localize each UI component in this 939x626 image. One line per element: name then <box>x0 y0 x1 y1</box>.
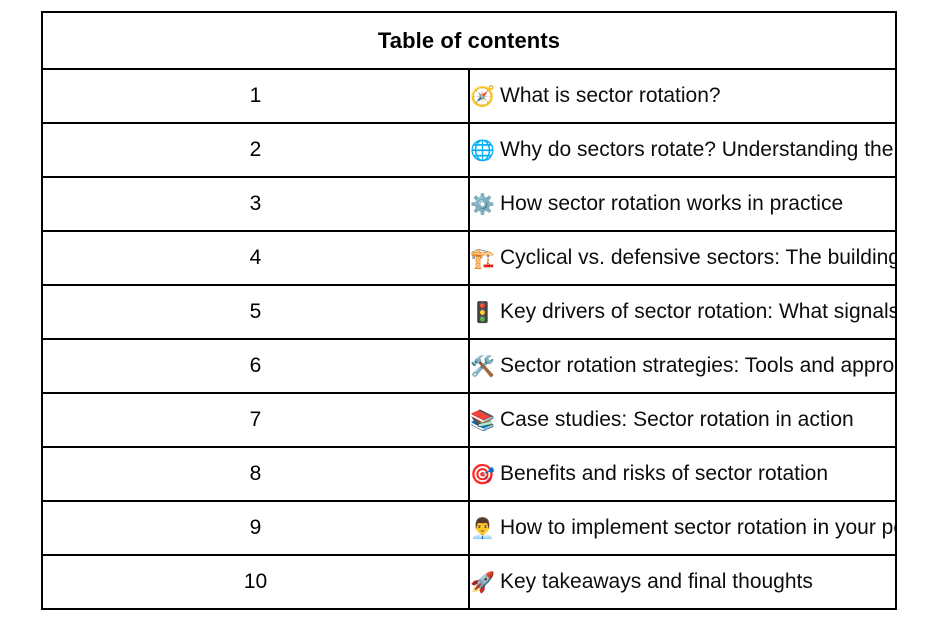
traffic-light-icon: 🚦 <box>470 299 495 324</box>
toc-row-number: 4 <box>41 230 470 286</box>
toc-row-entry[interactable]: 🏗️Cyclical vs. defensive sectors: The bu… <box>468 230 897 286</box>
toc-row-entry[interactable]: 📚Case studies: Sector rotation in action <box>468 392 897 448</box>
table-row[interactable]: 8🎯Benefits and risks of sector rotation <box>41 446 897 502</box>
toc-row-number: 10 <box>41 554 470 610</box>
toc-entry-label: Key drivers of sector rotation: What sig… <box>500 299 896 323</box>
toc-entry-content: 🏗️Cyclical vs. defensive sectors: The bu… <box>470 245 896 270</box>
compass-icon: 🧭 <box>470 83 495 108</box>
toc-entry-content: 🛠️Sector rotation strategies: Tools and … <box>470 353 895 378</box>
toc-row-number: 3 <box>41 176 470 232</box>
globe-icon: 🌐 <box>470 137 495 162</box>
toc-row-number: 8 <box>41 446 470 502</box>
toc-table: Table of contents 1🧭What is sector rotat… <box>41 11 897 610</box>
toc-table-body: 1🧭What is sector rotation?2🌐Why do secto… <box>41 68 897 610</box>
toc-entry-label: Cyclical vs. defensive sectors: The buil… <box>500 245 896 269</box>
page-title: Table of contents <box>41 11 897 70</box>
table-row[interactable]: 4🏗️Cyclical vs. defensive sectors: The b… <box>41 230 897 286</box>
toc-row-number: 1 <box>41 68 470 124</box>
toc-entry-label: Sector rotation strategies: Tools and ap… <box>500 353 895 377</box>
toc-row-number: 5 <box>41 284 470 340</box>
table-row[interactable]: 1🧭What is sector rotation? <box>41 68 897 124</box>
table-row[interactable]: 10🚀Key takeaways and final thoughts <box>41 554 897 610</box>
office-worker-icon: 👨‍💼 <box>470 515 495 540</box>
toc-row-entry[interactable]: 🧭What is sector rotation? <box>468 68 897 124</box>
table-row[interactable]: 9👨‍💼How to implement sector rotation in … <box>41 500 897 556</box>
toc-entry-content: 📚Case studies: Sector rotation in action <box>470 407 894 432</box>
toc-row-number: 6 <box>41 338 470 394</box>
rocket-icon: 🚀 <box>470 569 495 594</box>
table-row[interactable]: 7📚Case studies: Sector rotation in actio… <box>41 392 897 448</box>
toc-table-head: Table of contents <box>41 11 897 70</box>
toc-header-row: Table of contents <box>41 11 897 70</box>
toc-row-entry[interactable]: 👨‍💼How to implement sector rotation in y… <box>468 500 897 556</box>
toc-entry-content: 🚦Key drivers of sector rotation: What si… <box>470 299 896 324</box>
toc-row-entry[interactable]: 🎯Benefits and risks of sector rotation <box>468 446 897 502</box>
toc-entry-content: 👨‍💼How to implement sector rotation in y… <box>470 515 894 540</box>
toc-row-entry[interactable]: 🚦Key drivers of sector rotation: What si… <box>468 284 897 340</box>
toc-entry-content: 🌐Why do sectors rotate? Understanding th… <box>470 137 894 162</box>
toc-row-entry[interactable]: ⚙️How sector rotation works in practice <box>468 176 897 232</box>
toc-entry-content: 🧭What is sector rotation? <box>470 83 894 108</box>
toc-entry-content: ⚙️How sector rotation works in practice <box>470 191 894 216</box>
toc-entry-label: Case studies: Sector rotation in action <box>500 407 854 431</box>
table-row[interactable]: 6🛠️Sector rotation strategies: Tools and… <box>41 338 897 394</box>
building-construction-icon: 🏗️ <box>470 245 495 270</box>
toc-entry-label: Key takeaways and final thoughts <box>500 569 813 593</box>
toc-row-entry[interactable]: 🚀Key takeaways and final thoughts <box>468 554 897 610</box>
toc-entry-label: What is sector rotation? <box>500 83 721 107</box>
gear-icon: ⚙️ <box>470 191 495 216</box>
target-icon: 🎯 <box>470 461 495 486</box>
table-of-contents: Table of contents 1🧭What is sector rotat… <box>41 11 897 610</box>
toc-entry-label: How sector rotation works in practice <box>500 191 844 215</box>
table-row[interactable]: 5🚦Key drivers of sector rotation: What s… <box>41 284 897 340</box>
hammer-and-wrench-icon: 🛠️ <box>470 353 495 378</box>
table-row[interactable]: 3⚙️How sector rotation works in practice <box>41 176 897 232</box>
toc-row-number: 2 <box>41 122 470 178</box>
toc-entry-label: Why do sectors rotate? Understanding the… <box>500 137 894 161</box>
toc-entry-label: How to implement sector rotation in your… <box>500 515 894 539</box>
table-row[interactable]: 2🌐Why do sectors rotate? Understanding t… <box>41 122 897 178</box>
toc-entry-label: Benefits and risks of sector rotation <box>500 461 828 485</box>
books-icon: 📚 <box>470 407 495 432</box>
toc-row-number: 9 <box>41 500 470 556</box>
toc-row-entry[interactable]: 🛠️Sector rotation strategies: Tools and … <box>468 338 897 394</box>
toc-entry-content: 🎯Benefits and risks of sector rotation <box>470 461 894 486</box>
toc-entry-content: 🚀Key takeaways and final thoughts <box>470 569 894 594</box>
toc-row-number: 7 <box>41 392 470 448</box>
toc-row-entry[interactable]: 🌐Why do sectors rotate? Understanding th… <box>468 122 897 178</box>
